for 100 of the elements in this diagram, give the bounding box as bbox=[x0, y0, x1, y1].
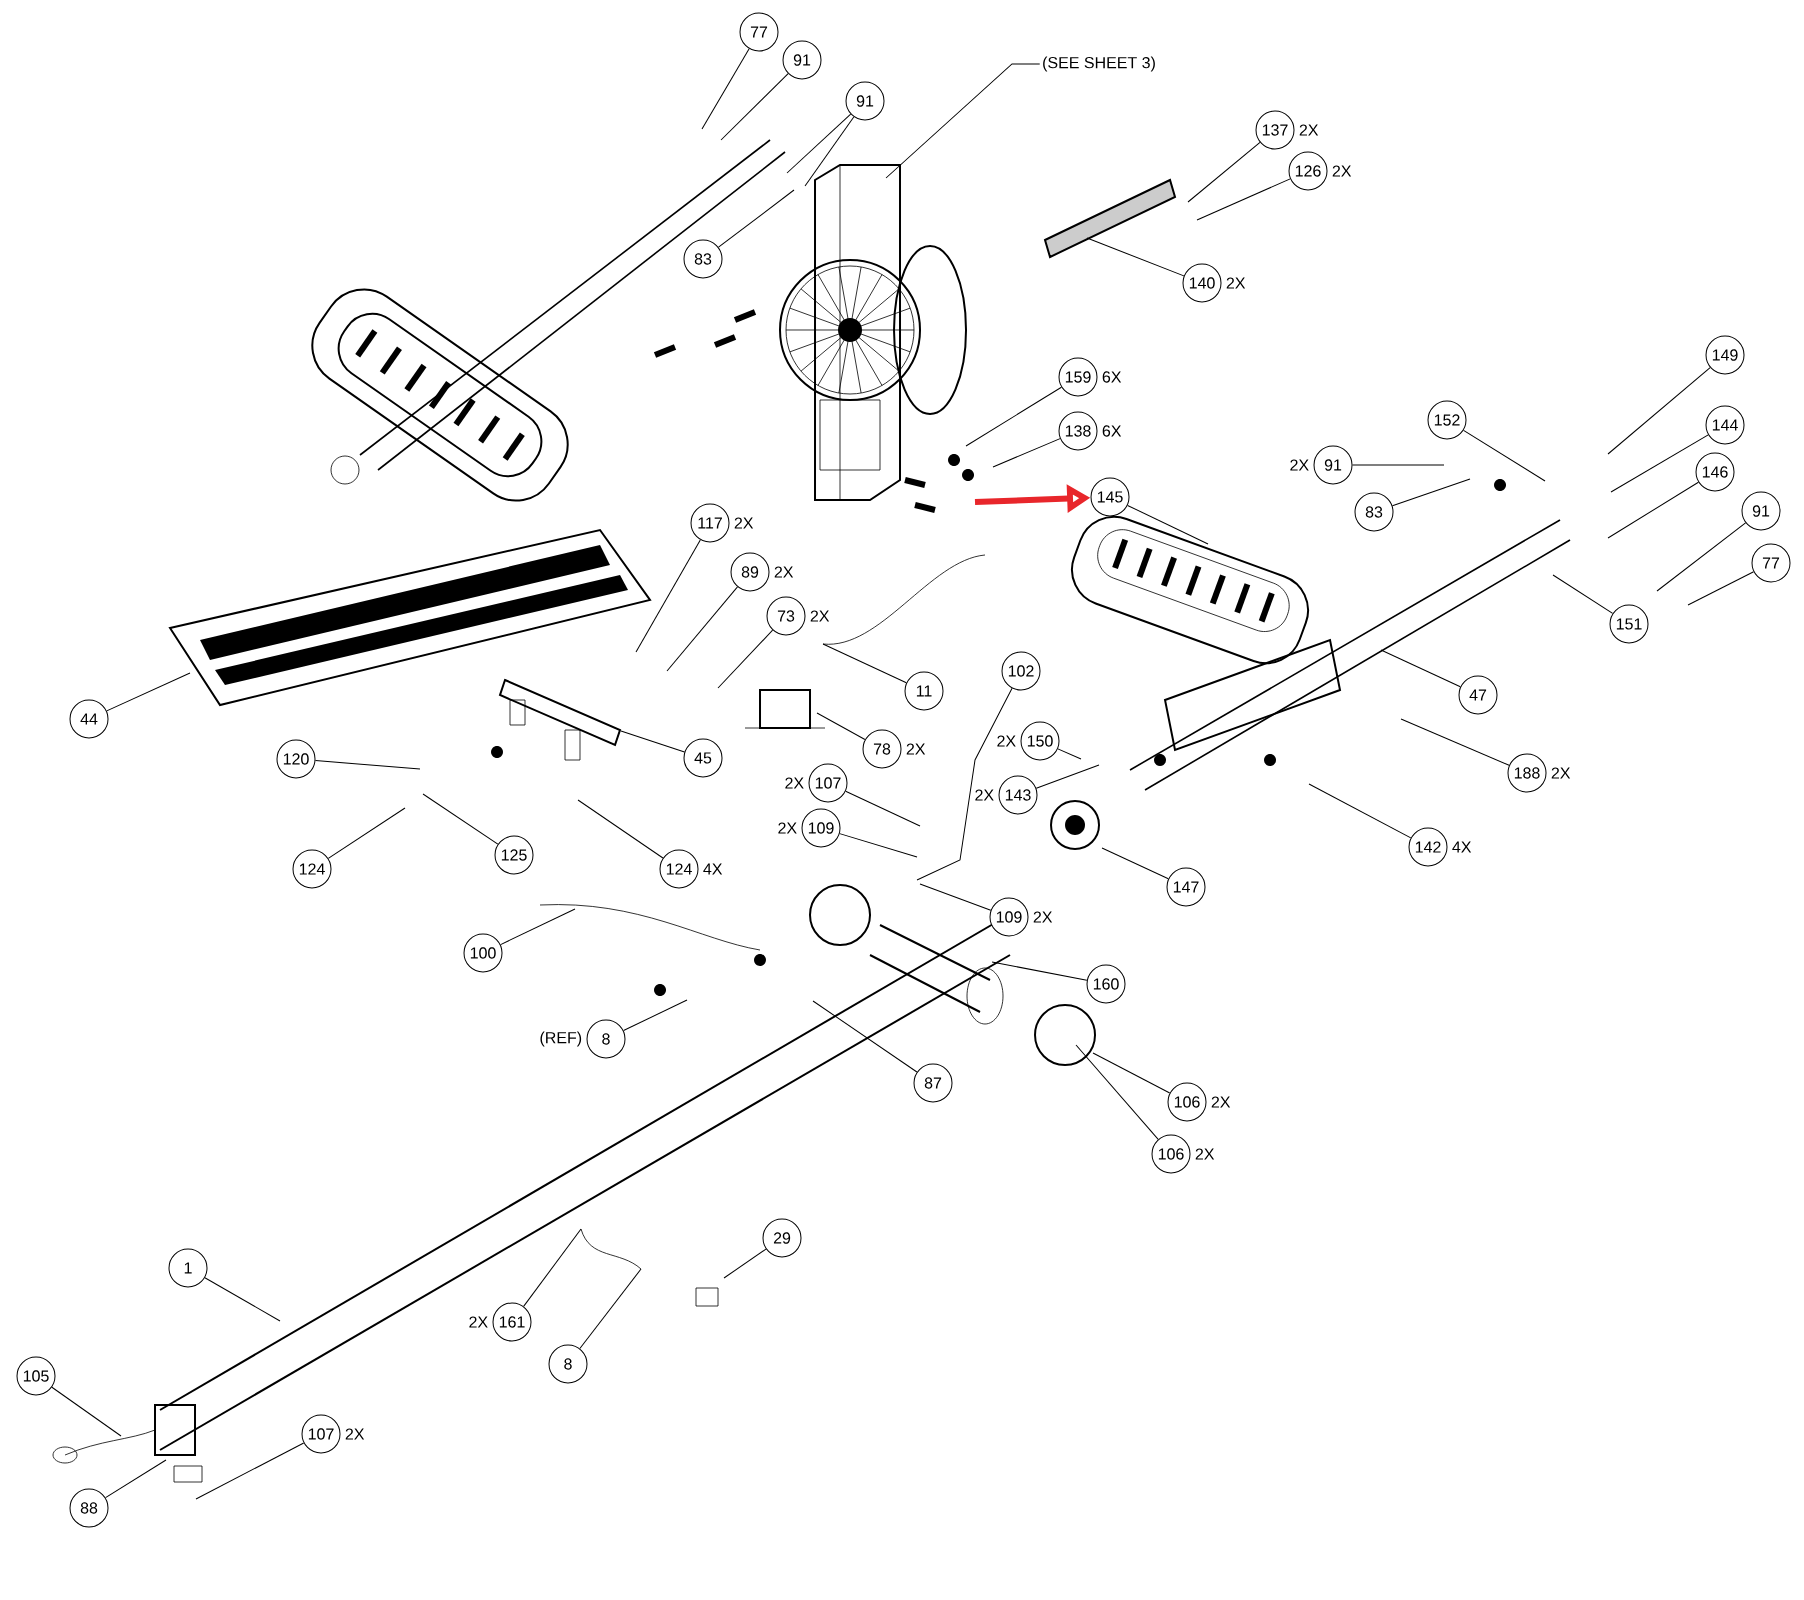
quantity-label: 2X bbox=[1195, 1148, 1215, 1160]
leader-line bbox=[577, 799, 664, 859]
leader-line bbox=[1610, 434, 1709, 493]
callout-number: 124 bbox=[292, 849, 332, 889]
callout-number: 91 bbox=[845, 81, 885, 121]
leader-line bbox=[1057, 748, 1082, 760]
quantity-label: 6X bbox=[1102, 425, 1122, 437]
callout-number: 89 bbox=[730, 552, 770, 592]
leader-line bbox=[718, 189, 795, 248]
leader-line bbox=[1687, 571, 1755, 606]
callout-number: 47 bbox=[1458, 675, 1498, 715]
leader-line bbox=[1463, 429, 1546, 482]
quantity-label: 6X bbox=[1102, 371, 1122, 383]
leader-line bbox=[919, 883, 992, 911]
leader-line bbox=[314, 760, 421, 770]
leader-line bbox=[786, 113, 852, 174]
leader-line bbox=[720, 73, 789, 141]
leader-line bbox=[1127, 504, 1209, 545]
leader-line bbox=[812, 1000, 918, 1073]
quantity-label: 2X bbox=[1033, 911, 1053, 923]
callout-number: 83 bbox=[1354, 492, 1394, 532]
leader-line bbox=[635, 539, 701, 653]
callout-number: 147 bbox=[1166, 867, 1206, 907]
quantity-label: 2X bbox=[469, 1316, 488, 1328]
callout-number: 146 bbox=[1695, 452, 1735, 492]
callout-number: 125 bbox=[494, 835, 534, 875]
callout-number: 150 bbox=[1020, 721, 1060, 761]
callout-number: 87 bbox=[913, 1063, 953, 1103]
callout-number: 142 bbox=[1408, 827, 1448, 867]
callout-number: 159 bbox=[1058, 357, 1098, 397]
callout-number: 45 bbox=[683, 738, 723, 778]
callout-number: 161 bbox=[492, 1302, 532, 1342]
quantity-label: 2X bbox=[1332, 165, 1352, 177]
quantity-label: 2X bbox=[1299, 124, 1319, 136]
callout-number: 77 bbox=[1751, 543, 1791, 583]
leader-line bbox=[500, 908, 576, 946]
callout-number: 1 bbox=[168, 1248, 208, 1288]
leader-line bbox=[1086, 237, 1185, 277]
quantity-label: 2X bbox=[810, 610, 830, 622]
callout-number: 126 bbox=[1288, 151, 1328, 191]
leader-line bbox=[1552, 574, 1614, 614]
leader-line bbox=[106, 672, 191, 712]
leader-line bbox=[523, 1228, 582, 1307]
callout-number: 8 bbox=[548, 1344, 588, 1384]
quantity-label: 2X bbox=[785, 777, 804, 789]
leader-line bbox=[623, 999, 688, 1032]
callout-number: 105 bbox=[16, 1356, 56, 1396]
leader-line bbox=[204, 1277, 281, 1322]
leader-line bbox=[620, 730, 685, 753]
leader-line bbox=[579, 1268, 642, 1350]
leader-line bbox=[1035, 764, 1100, 789]
leader-line bbox=[1352, 464, 1445, 466]
leader-line bbox=[422, 793, 499, 845]
callout-number: 109 bbox=[989, 897, 1029, 937]
leader-line bbox=[1092, 1052, 1171, 1094]
callout-number: 77 bbox=[739, 12, 779, 52]
callout-number: 106 bbox=[1167, 1082, 1207, 1122]
leader-line bbox=[804, 116, 855, 187]
callout-number: 120 bbox=[276, 739, 316, 779]
quantity-label: 2X bbox=[906, 743, 926, 755]
quantity-label: 2X bbox=[997, 735, 1016, 747]
callout-number: 78 bbox=[862, 729, 902, 769]
leader-line bbox=[816, 712, 866, 741]
callout-number: 117 bbox=[690, 503, 730, 543]
callout-number: 102 bbox=[1001, 651, 1041, 691]
callout-number: 145 bbox=[1090, 477, 1130, 517]
quantity-label: 2X bbox=[1290, 459, 1309, 471]
leader-line bbox=[916, 687, 1013, 881]
quantity-label: 2X bbox=[1226, 277, 1246, 289]
leader-line bbox=[885, 63, 1041, 179]
leader-line bbox=[717, 629, 774, 689]
leader-line bbox=[965, 386, 1062, 447]
leader-line bbox=[1400, 718, 1510, 766]
callout-number: 91 bbox=[782, 40, 822, 80]
callout-number: 152 bbox=[1427, 400, 1467, 440]
quantity-label: 2X bbox=[345, 1428, 365, 1440]
leader-line bbox=[1391, 478, 1471, 507]
callout-number: 73 bbox=[766, 596, 806, 636]
quantity-label: (REF) bbox=[540, 1031, 582, 1047]
callout-number: 160 bbox=[1086, 964, 1126, 1004]
callout-number: 29 bbox=[762, 1218, 802, 1258]
callout-number: 149 bbox=[1705, 335, 1745, 375]
callout-number: 137 bbox=[1255, 110, 1295, 150]
callout-number: 188 bbox=[1507, 753, 1547, 793]
leader-line bbox=[666, 586, 738, 672]
callout-number: 83 bbox=[683, 239, 723, 279]
callout-number: 143 bbox=[998, 775, 1038, 815]
leader-line bbox=[701, 48, 750, 130]
leader-line bbox=[723, 1248, 767, 1279]
quantity-label: 2X bbox=[1211, 1096, 1231, 1108]
callout-number: 124 bbox=[659, 849, 699, 889]
quantity-label: 2X bbox=[734, 517, 754, 529]
callout-number: 100 bbox=[463, 933, 503, 973]
note-text: (SEE SHEET 3) bbox=[1043, 56, 1155, 72]
callout-number: 109 bbox=[801, 808, 841, 848]
quantity-label: 2X bbox=[774, 566, 794, 578]
callout-number: 8 bbox=[586, 1019, 626, 1059]
callout-number: 106 bbox=[1151, 1134, 1191, 1174]
leader-line bbox=[1196, 178, 1291, 221]
leader-line bbox=[822, 643, 907, 684]
